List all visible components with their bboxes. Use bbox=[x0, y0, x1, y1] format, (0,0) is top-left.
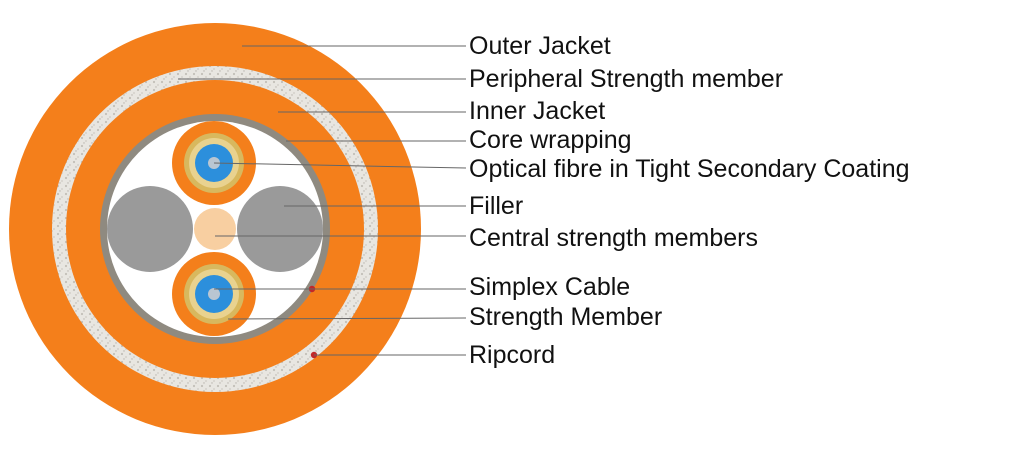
label-filler: Filler bbox=[469, 192, 524, 220]
label-central-strength-members: Central strength members bbox=[469, 224, 759, 252]
label-inner-jacket: Inner Jacket bbox=[469, 97, 606, 125]
filler-right bbox=[237, 186, 323, 272]
leader-strength-member bbox=[227, 317, 467, 320]
simplex-cable-bottom bbox=[172, 252, 256, 336]
label-simplex-cable: Simplex Cable bbox=[469, 273, 631, 301]
label-ripcord: Ripcord bbox=[469, 341, 556, 369]
central-strength-member bbox=[194, 208, 236, 250]
label-optical-fibre: Optical fibre in Tight Secondary Coating bbox=[469, 155, 910, 183]
leader-optical-fibre bbox=[213, 162, 467, 169]
label-outer-jacket: Outer Jacket bbox=[469, 32, 611, 60]
label-peripheral-strength-member: Peripheral Strength member bbox=[469, 65, 784, 93]
filler-left bbox=[107, 186, 193, 272]
label-strength-member: Strength Member bbox=[469, 303, 663, 331]
label-core-wrapping: Core wrapping bbox=[469, 126, 632, 154]
